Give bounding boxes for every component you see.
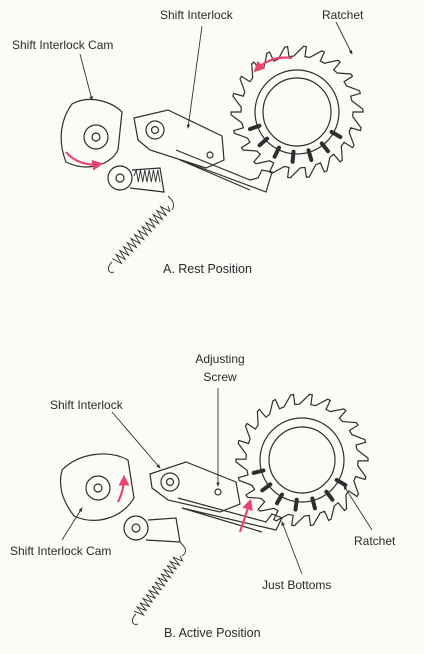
active-interlock-cam: [59, 453, 135, 521]
adjusting-screw-head: [214, 488, 222, 496]
active-cam-arrow: [117, 474, 130, 503]
active-label-bottoms: Just Bottoms: [262, 578, 332, 592]
ratchet-slot: [272, 145, 281, 159]
rest-ratchet-slots: [248, 123, 343, 164]
active-interlock-lever: [149, 461, 283, 533]
active-label-adjusting-line2: Screw: [203, 370, 237, 384]
rest-ratchet: [230, 45, 364, 179]
rest-ratchet-teeth: [230, 45, 364, 179]
active-ratchet-teeth: [235, 393, 369, 527]
ratchet-slot: [329, 130, 343, 139]
active-lever-arrow: [238, 498, 253, 533]
active-position-group: [59, 388, 373, 625]
ratchet-slot: [334, 478, 348, 487]
active-caption: B. Active Position: [164, 626, 261, 640]
active-label-adjusting-line1: Adjusting: [195, 352, 245, 366]
active-roller: [123, 515, 181, 543]
active-ratchet: [235, 393, 369, 527]
rest-position-group: [60, 21, 364, 273]
rest-interlock-lever: [133, 109, 273, 193]
ratchet-slot: [306, 148, 314, 162]
active-spring: [131, 541, 187, 625]
rest-cam-arrow: [65, 151, 104, 171]
rest-label-cam: Shift Interlock Cam: [12, 38, 114, 52]
rest-caption: A. Rest Position: [163, 262, 252, 276]
ratchet-slot: [260, 482, 273, 493]
ratchet-slot: [275, 492, 284, 506]
rest-ratchet-hub-inner: [262, 77, 332, 147]
ratchet-slot: [257, 136, 270, 148]
ratchet-slot: [319, 141, 330, 154]
rest-label-interlock: Shift Interlock: [160, 8, 233, 22]
rest-roller: [107, 165, 165, 193]
rest-ratchet-hub-outer: [254, 69, 340, 155]
rest-ratchet-arrow: [253, 56, 293, 73]
ratchet-slot: [310, 496, 317, 511]
active-label-cam: Shift Interlock Cam: [10, 544, 112, 558]
rest-spring: [107, 195, 175, 273]
ratchet-slot: [248, 123, 262, 132]
active-label-ratchet: Ratchet: [354, 534, 396, 548]
active-label-interlock: Shift Interlock: [50, 398, 123, 412]
ratchet-slot: [290, 149, 296, 164]
ratchet-slot: [324, 489, 335, 502]
ratchet-slot: [293, 497, 299, 512]
rest-label-ratchet: Ratchet: [322, 8, 364, 22]
ratchet-slot: [251, 468, 266, 475]
